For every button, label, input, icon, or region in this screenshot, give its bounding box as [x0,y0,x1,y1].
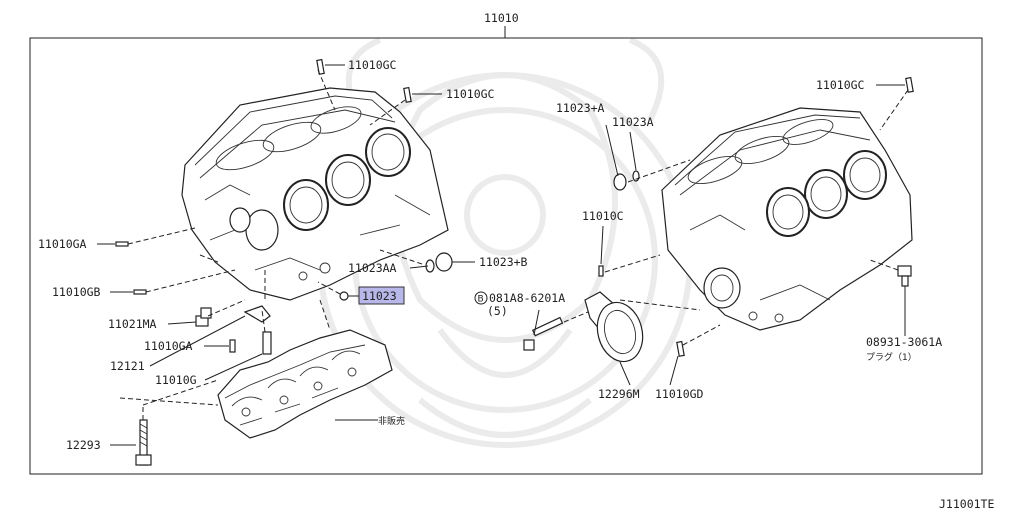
assembly-label: 11010 [484,11,519,25]
main-bearing-cap[interactable] [217,329,393,439]
label-11010ga: 11010GA [38,237,87,251]
catalog-code: J11001TE [939,497,994,511]
left-cylinder-block[interactable] [181,87,449,301]
leader-lines [97,64,909,446]
label-plug-desc: プラグ（1） [866,351,917,363]
highlighted-callout-11023[interactable]: 11023 [358,286,405,305]
bolt-12293[interactable] [135,419,152,466]
plug-11023-plus-a[interactable] [613,173,627,191]
label-081a8-qty: (5) [487,304,508,318]
label-11010c: 11010C [582,209,624,223]
rear-oil-seal-retainer[interactable] [584,291,649,367]
label-11023-highlighted: 11023 [362,289,397,303]
dowel-11010g[interactable] [262,331,272,355]
label-11021ma: 11021MA [108,317,157,331]
right-cylinder-block[interactable] [661,107,913,331]
label-11010ga-small: 11010GA [144,339,193,353]
dowel-pin-top[interactable] [316,58,325,75]
pin-11010ga[interactable] [115,241,129,247]
label-11010gc-second: 11010GC [446,87,495,101]
label-11010gc-top: 11010GC [348,58,397,72]
pin-11010c[interactable] [598,265,604,277]
dowel-pin-right[interactable] [905,76,914,93]
label-12293: 12293 [66,438,101,452]
label-11023aa: 11023AA [348,261,397,275]
label-08931-3061a: 08931-3061A [866,335,942,349]
label-12121: 12121 [110,359,145,373]
diagram-frame [29,37,983,475]
label-11023-plus-b: 11023+B [479,255,528,269]
label-12296m: 12296M [598,387,640,401]
pin-11010gd[interactable] [676,340,685,357]
plug-11023[interactable] [339,291,349,301]
label-11010gc-right: 11010GC [816,78,865,92]
label-11010gd: 11010GD [655,387,704,401]
pin-11010gb[interactable] [133,289,147,295]
callout-081a8: B 081A8-6201A (5) [474,291,565,318]
label-11010g: 11010G [155,373,197,387]
plug-11023-plus-b[interactable] [435,252,453,272]
bolt-11021ma[interactable] [195,307,212,327]
label-not-for-sale: 非販売 [378,415,405,427]
label-081a8-6201a: 081A8-6201A [489,291,565,305]
label-11010gb: 11010GB [52,285,101,299]
bolt-circle-letter: B [478,295,484,305]
label-11023a: 11023A [612,115,654,129]
plug-08931[interactable] [897,265,912,287]
label-11023-plus-a: 11023+A [556,101,605,115]
piston-cooler-12121[interactable] [243,305,271,323]
pin-11010ga-small[interactable] [229,339,236,353]
dowel-pin-second[interactable] [403,86,412,103]
